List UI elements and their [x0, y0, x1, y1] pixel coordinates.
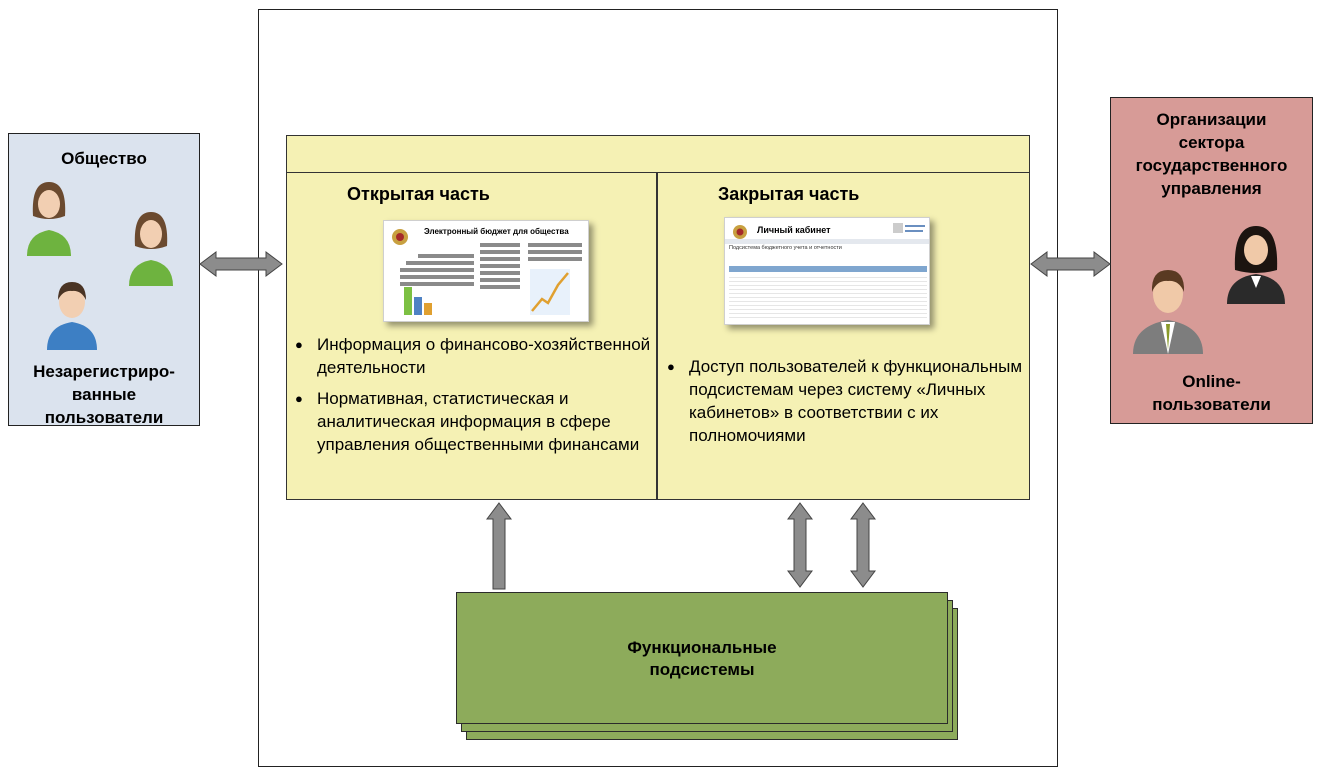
screenshot-title: Личный кабинет [757, 225, 831, 235]
closed-bullet: Доступ пользователей к функциональным по… [663, 355, 1025, 447]
unregistered-users-caption: Незарегистриро- ванные пользователи [9, 360, 199, 429]
label-line: подсистемы [649, 660, 755, 679]
portal-divider [656, 173, 658, 500]
female-user-icon [27, 182, 71, 256]
society-title: Общество [61, 149, 147, 168]
closed-part-bullets: Доступ пользователей к функциональным по… [663, 355, 1025, 455]
screenshot-title: Электронный бюджет для общества [424, 227, 569, 236]
open-bullet: Информация о финансово-хозяйственной дея… [291, 333, 653, 379]
functional-subsystems-box: Функциональные подсистемы [456, 592, 948, 724]
coat-of-arms-icon [392, 229, 408, 245]
caption-line: пользователи [1152, 395, 1271, 414]
government-orgs-title: Организации сектора государственного упр… [1111, 108, 1312, 200]
caption-line: ванные [71, 385, 137, 404]
coat-of-arms-icon [733, 225, 747, 239]
vertical-double-arrow-icon [850, 502, 876, 588]
portal-header-band [286, 135, 1030, 173]
vertical-double-arrow-icon [787, 502, 813, 588]
double-arrow-left-icon [199, 251, 283, 277]
up-arrow-icon [486, 502, 512, 590]
open-part-title: Открытая часть [347, 184, 490, 204]
closed-part-title: Закрытая часть [718, 184, 860, 204]
male-user-icon [47, 282, 97, 350]
bar-chart-icon [404, 287, 432, 315]
caption-line: Незарегистриро- [33, 362, 175, 381]
double-arrow-right-icon [1030, 251, 1111, 277]
online-users-caption: Online- пользователи [1111, 370, 1312, 416]
caption-line: Online- [1182, 372, 1241, 391]
public-portal-screenshot: Электронный бюджет для общества [383, 220, 589, 322]
businesswoman-icon [1227, 226, 1285, 304]
businessman-icon [1133, 270, 1203, 354]
title-line: сектора [1178, 133, 1245, 152]
title-line: Организации [1156, 110, 1267, 129]
caption-line: пользователи [44, 408, 164, 427]
female-user-icon [129, 212, 173, 286]
personal-cabinet-screenshot: Личный кабинет Подсистема бюджетного уче… [724, 217, 930, 325]
open-part-bullets: Информация о финансово-хозяйственной дея… [291, 333, 653, 464]
label-line: Функциональные [627, 638, 777, 657]
screenshot-subtitle: Подсистема бюджетного учета и отчетности [729, 245, 842, 251]
open-bullet: Нормативная, статистическая и аналитичес… [291, 387, 653, 456]
title-line: управления [1161, 179, 1262, 198]
title-line: государственного [1135, 156, 1288, 175]
functional-subsystems-label: Функциональные подсистемы [457, 637, 947, 681]
society-box: Общество Незарегистриро- ванные пользова… [8, 133, 200, 429]
government-orgs-box: Организации сектора государственного упр… [1110, 97, 1313, 424]
growth-chart-icon [530, 269, 570, 315]
